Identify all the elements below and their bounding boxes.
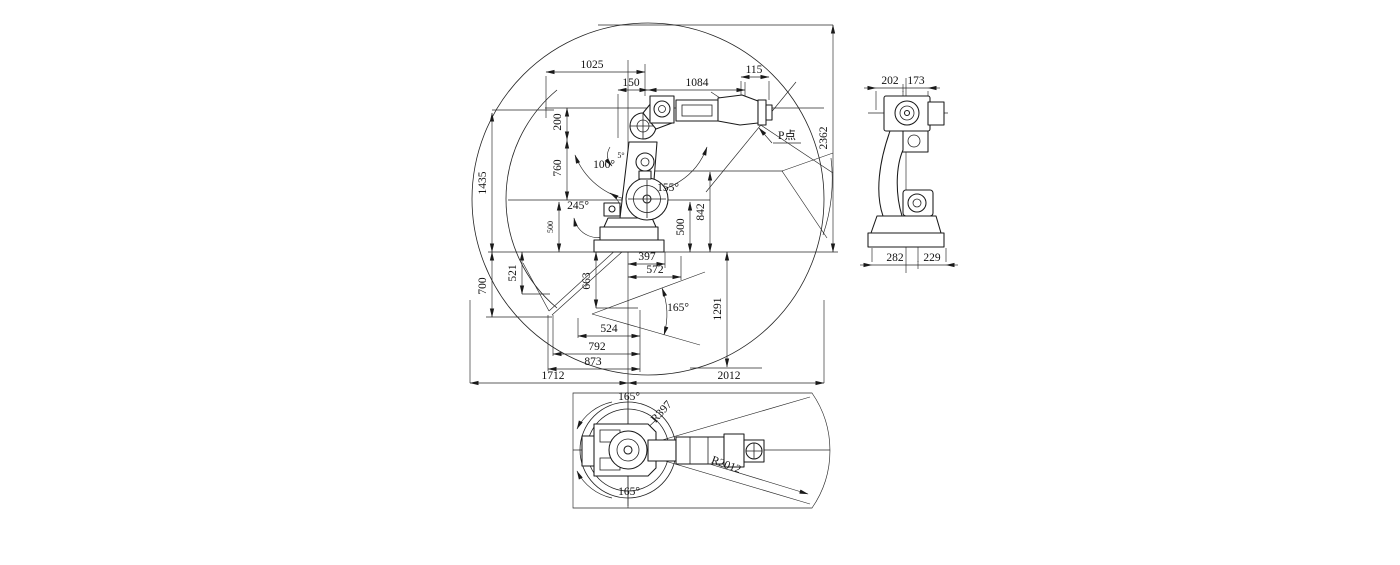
dim-173: 173 bbox=[907, 75, 925, 87]
dim-521: 521 bbox=[507, 264, 519, 282]
dim-1025: 1025 bbox=[581, 59, 604, 71]
dim-524: 524 bbox=[600, 323, 618, 335]
side-labels: 202 173 282 229 bbox=[881, 75, 941, 264]
dim-500-left: 500 bbox=[546, 221, 555, 233]
top-view: 165° 165° R397 R2012 bbox=[572, 391, 831, 509]
p-point-label: P点 bbox=[778, 129, 796, 142]
dim-842: 842 bbox=[695, 203, 707, 221]
dim-792: 792 bbox=[588, 341, 606, 353]
dim-873: 873 bbox=[584, 356, 602, 368]
side-view: 202 173 282 229 bbox=[860, 75, 958, 273]
dim-202: 202 bbox=[881, 75, 899, 87]
front-view: 1025 150 1084 115 2362 1435 200 760 500 … bbox=[469, 22, 838, 508]
dim-760: 760 bbox=[552, 159, 564, 177]
angle-245: 245° bbox=[567, 200, 589, 212]
dim-1435: 1435 bbox=[477, 171, 489, 194]
angle-165-bottom: 165° bbox=[618, 486, 640, 498]
dim-1291: 1291 bbox=[712, 297, 724, 320]
angle-165-front: 165° bbox=[667, 302, 689, 314]
robot-side-silhouette bbox=[867, 95, 945, 248]
dim-500-right: 500 bbox=[675, 218, 687, 236]
inner-envelope-arc bbox=[505, 89, 558, 309]
radius-r397: R397 bbox=[649, 399, 675, 426]
dim-700: 700 bbox=[477, 277, 489, 295]
dim-1712: 1712 bbox=[542, 370, 565, 382]
angle-165-top: 165° bbox=[618, 391, 640, 403]
dim-200: 200 bbox=[552, 113, 564, 131]
front-dimension-lines bbox=[469, 24, 836, 386]
robot-top-silhouette bbox=[581, 423, 765, 477]
angle-155: 155° bbox=[657, 182, 679, 194]
dim-2012: 2012 bbox=[718, 370, 741, 382]
dim-115: 115 bbox=[746, 64, 763, 76]
dim-572: 572 bbox=[646, 264, 664, 276]
dim-150: 150 bbox=[622, 77, 640, 89]
dim-663: 663 bbox=[581, 272, 593, 290]
front-labels: 1025 150 1084 115 2362 1435 200 760 500 … bbox=[477, 59, 830, 382]
dim-282: 282 bbox=[886, 252, 904, 264]
robot-front-silhouette bbox=[593, 94, 773, 253]
work-envelope-circle bbox=[471, 22, 825, 376]
top-view-frame bbox=[572, 392, 831, 509]
dim-1084: 1084 bbox=[686, 77, 709, 89]
dim-2362: 2362 bbox=[818, 126, 830, 149]
dim-397: 397 bbox=[638, 251, 656, 263]
dim-229: 229 bbox=[923, 252, 941, 264]
angle-5: 5° bbox=[617, 151, 624, 160]
angle-100: 100° bbox=[593, 159, 615, 171]
